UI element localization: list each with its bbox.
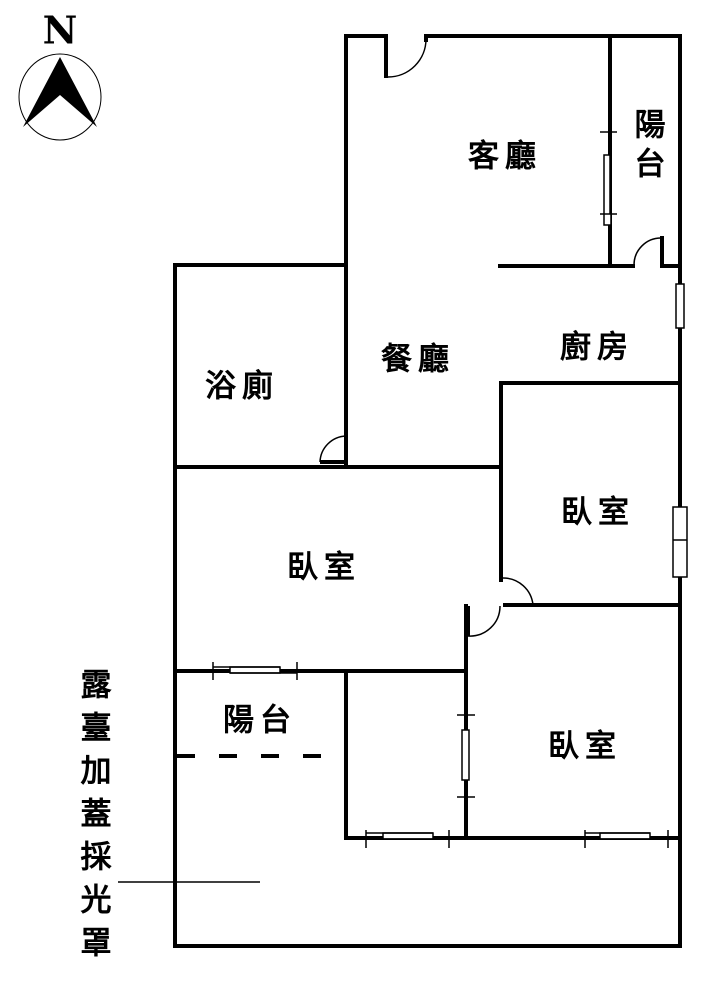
room-label-bedroom-east: 臥室 xyxy=(561,494,635,531)
compass-icon xyxy=(18,53,102,141)
window-bedroom-se-south xyxy=(599,832,651,840)
wall-living-top-right xyxy=(173,34,682,948)
room-label-kitchen: 廚房 xyxy=(560,329,634,366)
compass-north-label: N xyxy=(42,7,78,53)
room-label-living-room: 客廳 xyxy=(468,138,542,175)
room-label-bedroom-middle: 臥室 xyxy=(287,549,361,586)
windows xyxy=(212,131,688,848)
window-kitchen xyxy=(675,283,685,329)
room-label-balcony-south: 陽台 xyxy=(223,702,297,739)
window-small-room-south xyxy=(382,832,434,840)
room-label-bathroom: 浴廁 xyxy=(205,368,279,405)
door-balcony xyxy=(633,237,662,266)
room-label-bedroom-southeast: 臥室 xyxy=(548,728,622,765)
room-label-dining-room: 餐廳 xyxy=(381,341,455,378)
wall-living-top-left xyxy=(344,34,388,468)
wall-door-stub-living xyxy=(384,34,428,78)
door-bedroom-east xyxy=(502,577,534,606)
terrace-note: 露臺加蓋採光罩 xyxy=(74,668,111,969)
room-label-balcony-east: 陽台 xyxy=(628,108,665,186)
door-entrance xyxy=(387,38,427,78)
window-bedroom-middle xyxy=(229,666,281,674)
window-living xyxy=(603,154,612,226)
door-bathroom xyxy=(319,435,347,463)
window-bedroom-east xyxy=(672,506,688,578)
window-small-room-east xyxy=(461,729,470,781)
door-bedroom-se xyxy=(467,605,501,637)
